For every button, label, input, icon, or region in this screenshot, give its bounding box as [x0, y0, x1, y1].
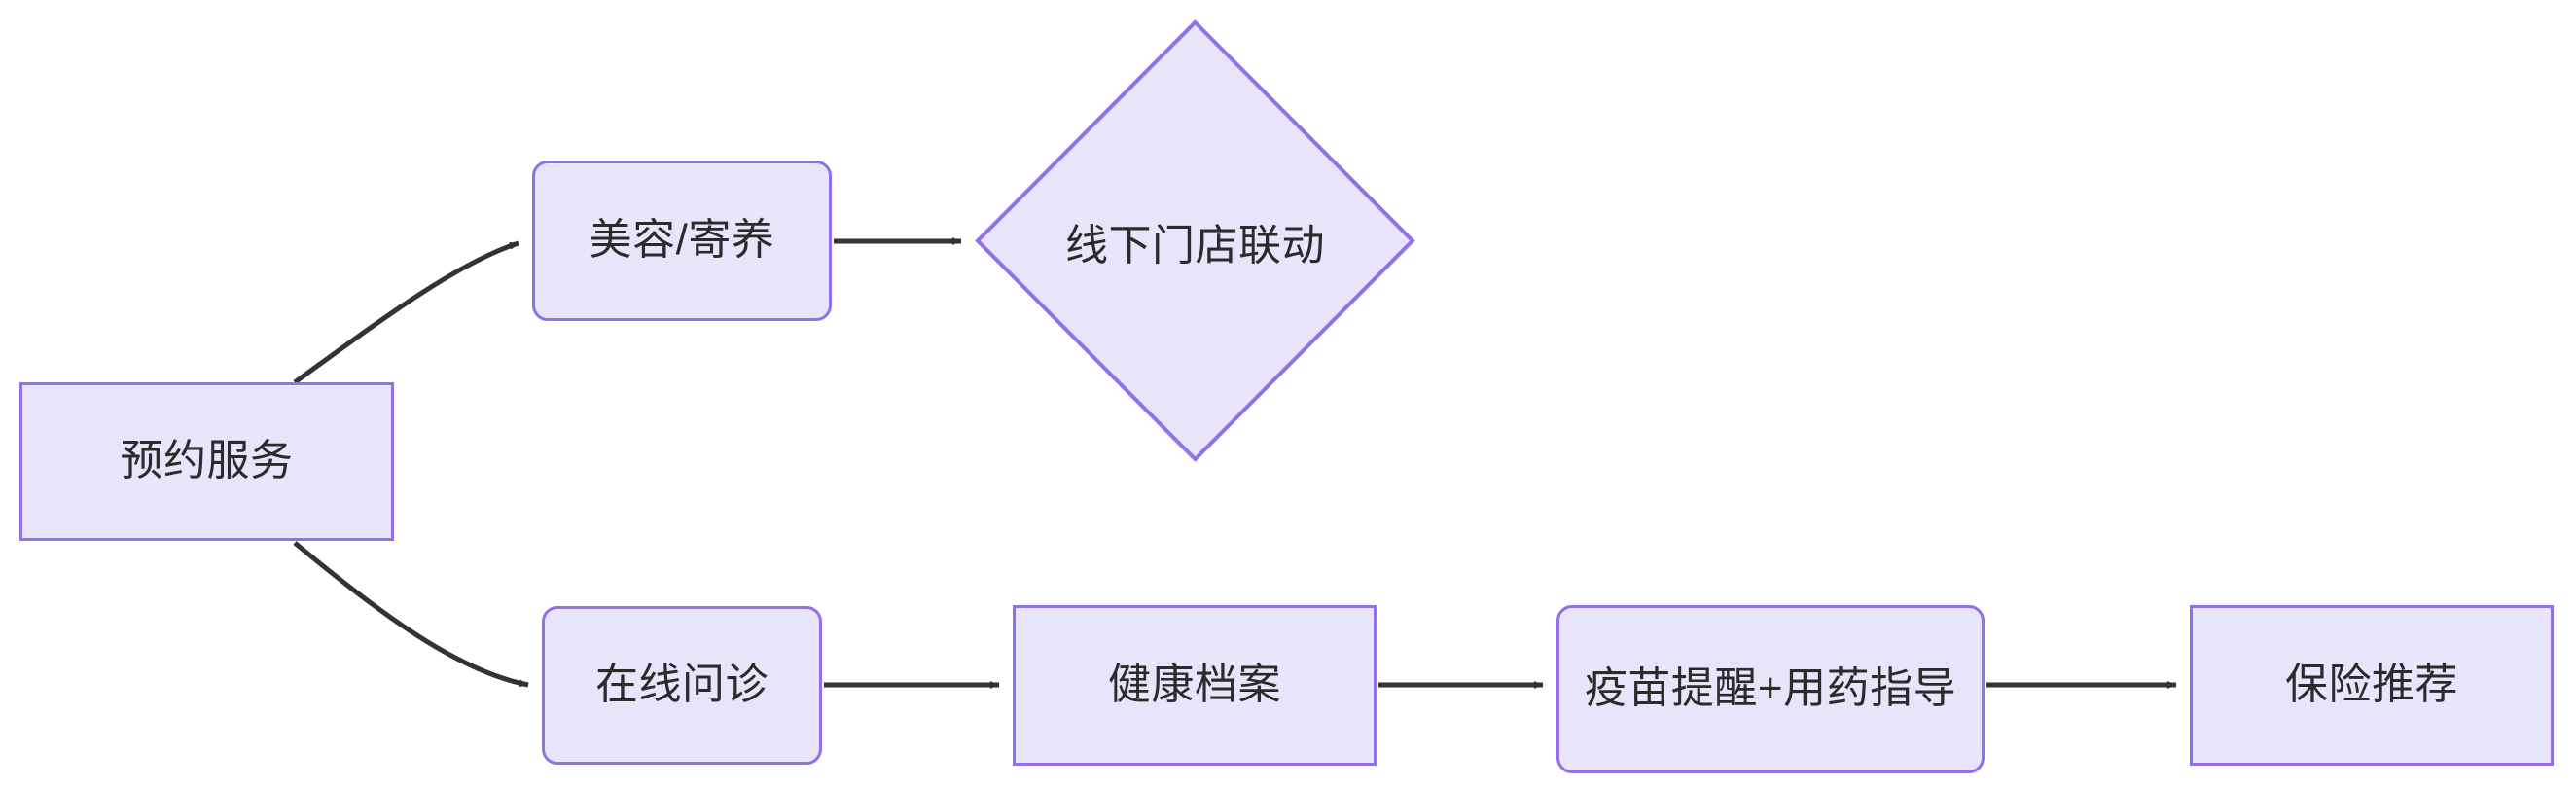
node-zaixian-wenzhen[interactable]: 在线问诊 — [542, 606, 822, 765]
edge-yuyue-to-meirong — [293, 240, 519, 385]
node-meirong-jiyang[interactable]: 美容/寄养 — [532, 161, 832, 321]
node-label-xianxia-mendian-liandong: 线下门店联动 — [1065, 221, 1325, 269]
node-label-baoxian-tuijian: 保险推荐 — [2285, 661, 2458, 709]
edge-yuyue-to-zaixian — [293, 541, 529, 688]
node-baoxian-tuijian[interactable]: 保险推荐 — [2190, 605, 2554, 766]
node-label-yimiao-tixing-yongyao-zhidao: 疫苗提醒+用药指导 — [1584, 664, 1957, 713]
node-yimiao-tixing-yongyao-zhidao[interactable]: 疫苗提醒+用药指导 — [1556, 605, 1985, 773]
node-label-meirong-jiyang: 美容/寄养 — [589, 216, 775, 265]
node-label-yuyue-fuwu: 预约服务 — [120, 437, 294, 485]
node-label-zaixian-wenzhen: 在线问诊 — [595, 661, 769, 709]
node-label-jiankang-dangan: 健康档案 — [1108, 661, 1281, 709]
node-yuyue-fuwu[interactable]: 预约服务 — [19, 382, 394, 541]
node-xianxia-mendian-liandong[interactable]: 线下门店联动 — [975, 19, 1415, 462]
node-jiankang-dangan[interactable]: 健康档案 — [1013, 605, 1377, 766]
diamond-shape — [975, 19, 1415, 462]
